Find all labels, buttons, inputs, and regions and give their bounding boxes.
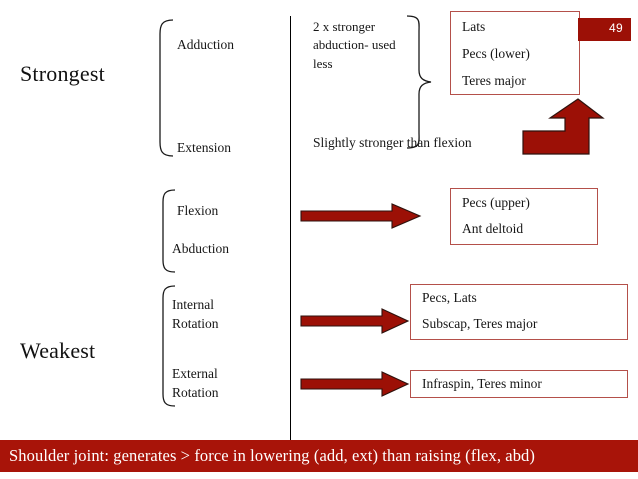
muscle-line: Teres major (462, 73, 526, 88)
motion-flexion: Flexion (177, 203, 219, 218)
right-arrow-icon-internal-rotation (300, 308, 410, 334)
note-slightly-stronger: Slightly stronger than flexion (313, 135, 472, 150)
muscle-line: Pecs (lower) (462, 46, 530, 61)
bent-arrow-up-icon (519, 98, 605, 158)
motion-external-rotation: External Rotation (172, 366, 219, 401)
muscle-line: Infraspin, Teres minor (422, 376, 542, 391)
left-bracket-icon-group2 (156, 188, 176, 274)
note-stronger-abduction: 2 x stronger abduction- used less (313, 19, 396, 71)
left-bracket-icon-group3 (156, 284, 176, 408)
vertical-divider (290, 16, 291, 453)
bottom-banner: Shoulder joint: generates > force in low… (0, 440, 638, 472)
motion-adduction: Adduction (177, 37, 234, 52)
muscle-box-lats: Lats Pecs (lower) Teres major (450, 11, 580, 95)
muscle-box-external-rotation: Infraspin, Teres minor (410, 370, 628, 398)
right-arrow-icon-flexion (300, 203, 422, 229)
right-arrow-icon-external-rotation (300, 371, 410, 397)
right-brace-icon (405, 14, 445, 150)
muscle-line: Lats (462, 19, 486, 34)
muscle-box-internal-rotation: Pecs, Lats Subscap, Teres major (410, 284, 628, 340)
motion-abduction: Abduction (172, 241, 229, 256)
weakest-label: Weakest (20, 338, 96, 363)
muscle-box-pecs-upper: Pecs (upper) Ant deltoid (450, 188, 598, 245)
muscle-line: Subscap, Teres major (422, 316, 538, 331)
left-bracket-icon-group1 (152, 18, 174, 158)
banner-text: Shoulder joint: generates > force in low… (9, 446, 535, 465)
strongest-label: Strongest (20, 61, 105, 86)
slide-number-badge: 49 (578, 18, 631, 41)
muscle-line: Pecs (upper) (462, 195, 530, 210)
motion-extension: Extension (177, 140, 231, 155)
muscle-line: Ant deltoid (462, 221, 524, 236)
motion-internal-rotation: Internal Rotation (172, 297, 219, 332)
muscle-line: Pecs, Lats (422, 290, 477, 305)
